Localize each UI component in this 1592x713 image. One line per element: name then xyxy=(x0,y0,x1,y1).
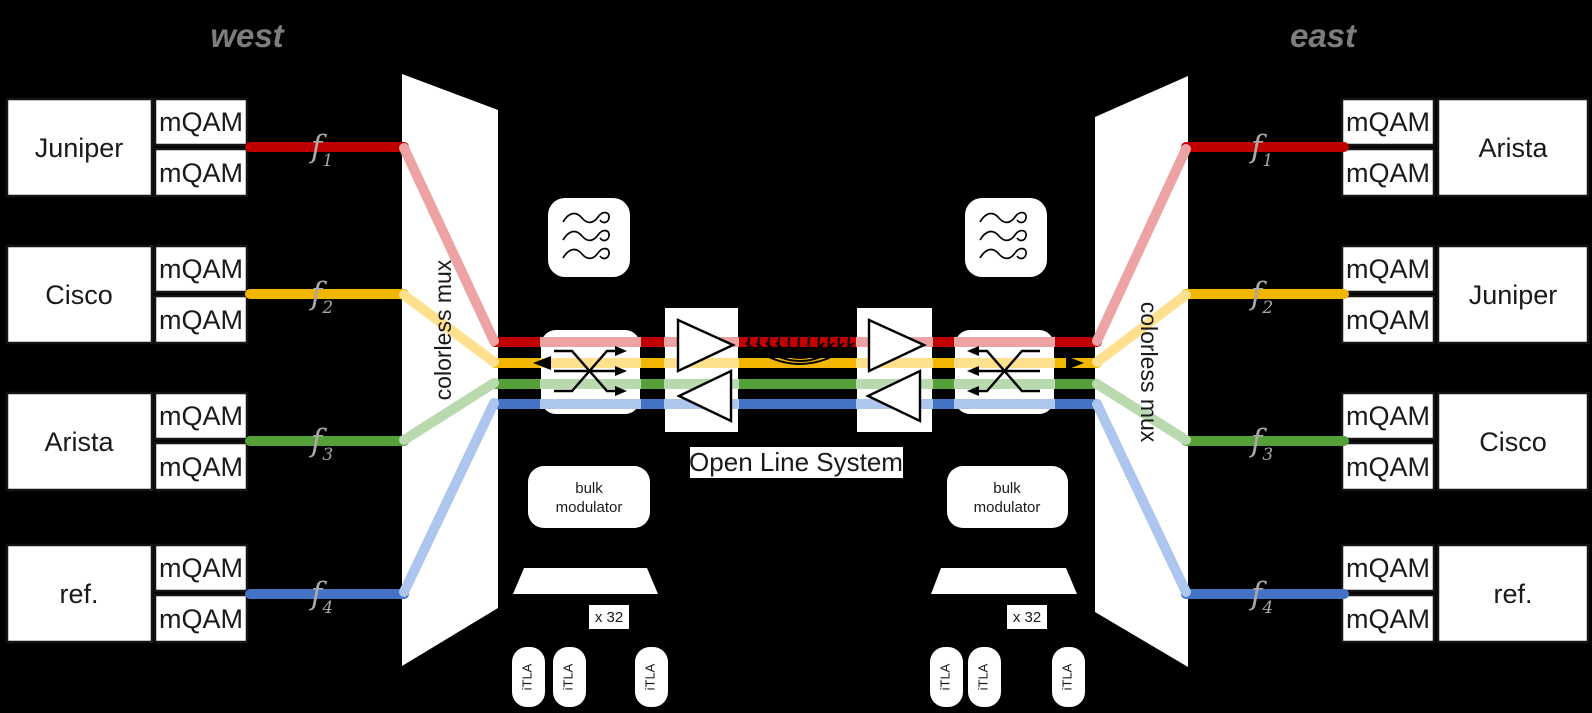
east-vendor-label: ref. xyxy=(1493,579,1532,609)
west-node-cisco xyxy=(5,244,249,345)
east-vendor-label: Arista xyxy=(1478,133,1548,163)
east-multiplier-chip xyxy=(1007,605,1047,629)
mqam-label: mQAM xyxy=(1346,604,1430,634)
mqam-label: mQAM xyxy=(159,604,243,634)
east-itla-pill xyxy=(1052,647,1085,707)
east-vendor-label: Juniper xyxy=(1469,280,1558,310)
east-itla-pill xyxy=(930,647,963,707)
east-mux-f4-diagonal xyxy=(1092,399,1191,597)
mqam-label: mQAM xyxy=(159,158,243,188)
west-vendor-label: ref. xyxy=(59,579,98,609)
east-node-juniper xyxy=(1340,244,1590,345)
west-filter-waves-icon xyxy=(562,211,610,260)
west-splitter-trapezoid xyxy=(513,568,658,594)
east-colorless-mux-label: colorless mux xyxy=(1136,302,1162,443)
east-vendor-label: Cisco xyxy=(1479,427,1547,457)
mqam-label: mQAM xyxy=(1346,107,1430,137)
east-splitter-trapezoid xyxy=(931,568,1077,594)
east-region-title: east xyxy=(1290,17,1358,54)
mqam-label: mQAM xyxy=(159,452,243,482)
west-node-juniper xyxy=(5,97,249,198)
west-vendor-label: Arista xyxy=(44,427,114,457)
east-node-ref xyxy=(1340,543,1590,644)
mqam-label: mQAM xyxy=(1346,553,1430,583)
open-line-system-label: Open Line System xyxy=(689,447,903,477)
west-mux-f3-diagonal xyxy=(399,378,499,445)
west-vendor-label: Cisco xyxy=(45,280,113,310)
channel-lines-light xyxy=(399,143,1191,597)
west-itla-pill xyxy=(635,647,668,707)
west-colorless-mux-label: colorless mux xyxy=(430,259,456,400)
east-node-arista xyxy=(1340,97,1590,198)
east-mux-f1-diagonal xyxy=(1092,144,1191,346)
mqam-label: mQAM xyxy=(1346,254,1430,284)
west-itla-pill xyxy=(553,647,586,707)
east-wss-switch-icon xyxy=(967,346,1040,396)
east-filter-icon xyxy=(965,198,1047,277)
westbound-direction-arrow xyxy=(533,356,551,370)
east-amplifier-icon xyxy=(865,318,927,423)
mqam-label: mQAM xyxy=(1346,305,1430,335)
itla-label: iTLA xyxy=(975,663,990,690)
west-colorless-mux-shape xyxy=(402,74,498,666)
west-bulk-modulator-label: bulk xyxy=(575,480,603,497)
east-filter-waves-icon xyxy=(979,211,1027,260)
west-node-arista xyxy=(5,391,249,492)
east-bulk-modulator-box xyxy=(947,466,1068,528)
mqam-label: mQAM xyxy=(159,401,243,431)
east-mux-f2-diagonal xyxy=(1092,290,1191,367)
east-bulk-modulator-label: modulator xyxy=(974,499,1041,516)
west-mux-f1-diagonal xyxy=(399,143,499,346)
west-node-ref xyxy=(5,543,249,644)
east-colorless-mux-shape xyxy=(1095,76,1188,667)
east-bulk-modulator-label: bulk xyxy=(993,480,1021,497)
east-node-cisco xyxy=(1340,391,1590,492)
west-wss-switch-icon xyxy=(554,346,627,396)
itla-label: iTLA xyxy=(642,663,657,690)
east-mux-f3-diagonal xyxy=(1092,379,1191,445)
west-filter-icon xyxy=(548,198,630,277)
west-amp-westbound-triangle xyxy=(676,369,733,423)
east-itla-pill xyxy=(968,647,1001,707)
east-amp-westbound-triangle xyxy=(865,369,922,423)
west-mux-f4-diagonal xyxy=(399,398,499,597)
west-vendor-label: Juniper xyxy=(35,133,124,163)
fiber-spool-icon xyxy=(745,333,855,365)
west-mux-f2-diagonal xyxy=(399,290,499,367)
west-multiplier-label: x 32 xyxy=(595,609,623,626)
mqam-label: mQAM xyxy=(1346,401,1430,431)
east-amp-eastbound-triangle xyxy=(867,318,927,373)
mqam-label: mQAM xyxy=(159,305,243,335)
itla-label: iTLA xyxy=(560,663,575,690)
west-region-title: west xyxy=(210,17,285,54)
mqam-label: mQAM xyxy=(159,553,243,583)
open-line-system-chip xyxy=(690,447,903,478)
east-multiplier-label: x 32 xyxy=(1013,609,1041,626)
itla-label: iTLA xyxy=(937,663,952,690)
itla-label: iTLA xyxy=(1059,663,1074,690)
mqam-label: mQAM xyxy=(1346,158,1430,188)
west-amp-eastbound-triangle xyxy=(676,318,736,373)
itla-label: iTLA xyxy=(519,663,534,690)
mqam-label: mQAM xyxy=(159,254,243,284)
mqam-label: mQAM xyxy=(159,107,243,137)
west-bulk-modulator-label: modulator xyxy=(556,499,623,516)
west-multiplier-chip xyxy=(589,605,629,629)
west-itla-pill xyxy=(512,647,545,707)
eastbound-direction-arrow xyxy=(1066,356,1084,370)
west-bulk-modulator-box xyxy=(528,466,650,528)
mqam-label: mQAM xyxy=(1346,452,1430,482)
west-amplifier-icon xyxy=(676,318,736,423)
